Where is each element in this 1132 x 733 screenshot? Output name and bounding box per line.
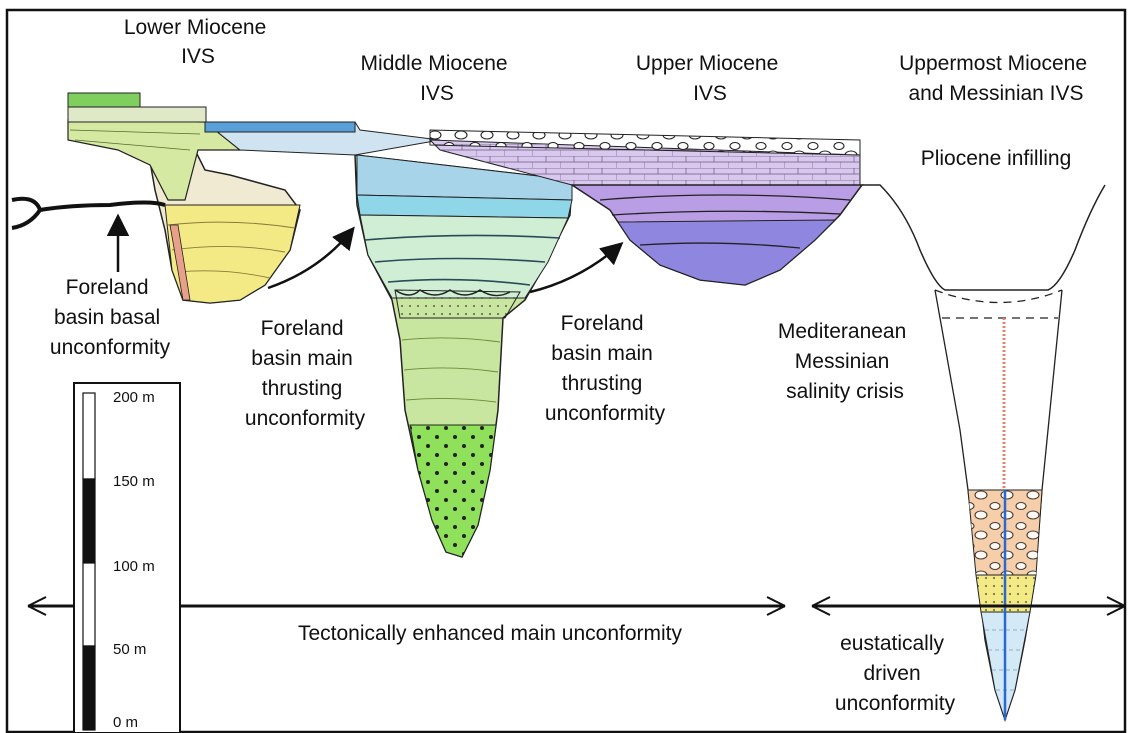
scale-tick-0: 0 m [113,714,138,731]
title-upper-miocene: Upper Miocene IVS [636,52,784,105]
messinian-pliocene-section [862,184,1106,723]
middle-miocene-top-blue [204,121,356,133]
title-uppermost-miocene: Uppermost Miocene and Messinian IVS [899,52,1093,105]
scale-tick-150: 150 m [113,473,155,490]
scale-tick-200: 200 m [113,389,155,406]
scale-bar-segment-4 [82,645,96,731]
middle-miocene-ivs-section [354,154,573,558]
title-middle-miocene: Middle Miocene IVS [361,52,514,105]
label-pliocene-infilling: Pliocene infilling [921,147,1072,170]
pliocene-basin-outline [862,184,1106,291]
label-thrusting-unconformity-1: Foreland basin main thrusting unconformi… [245,317,366,430]
scale-bar-segment-1 [82,392,96,480]
scale-bar-segment-3 [82,562,96,647]
upper-miocene-violet-fill [617,219,837,286]
thrusting-arrow-2 [529,242,624,294]
foreland-basal-unconformity-line [11,196,166,230]
scale-bar: 200 m 150 m 100 m 50 m 0 m [73,382,181,733]
label-thrusting-unconformity-2: Foreland basin main thrusting unconformi… [545,312,666,425]
upper-miocene-pebble-cap [429,129,861,156]
label-salinity-crisis: Mediteranean Messinian salinity crisis [778,320,912,403]
lower-miocene-red-wedge [169,224,191,301]
middle-miocene-mint-band [359,214,569,299]
upper-miocene-ivs-section [428,129,864,286]
label-eustatic-unconformity: eustatically driven unconformity [835,632,956,715]
scale-bar-segment-2 [82,478,96,564]
thrusting-arrow-1 [267,226,355,290]
label-tectonic-unconformity: Tectonically enhanced main unconformity [298,622,683,645]
pliocene-infill-dashed-top [934,289,1063,304]
lower-miocene-yellow-fill [164,204,301,304]
title-lower-miocene: Lower Miocene IVS [124,16,272,68]
label-foreland-basal-unconformity: Foreland basin basal unconformity [50,276,171,359]
scale-tick-50: 50 m [113,641,146,658]
scale-tick-100: 100 m [113,558,155,575]
lower-miocene-top-green [67,92,141,108]
figure-frame [5,8,1127,733]
lower-miocene-ivs-section [67,92,301,304]
